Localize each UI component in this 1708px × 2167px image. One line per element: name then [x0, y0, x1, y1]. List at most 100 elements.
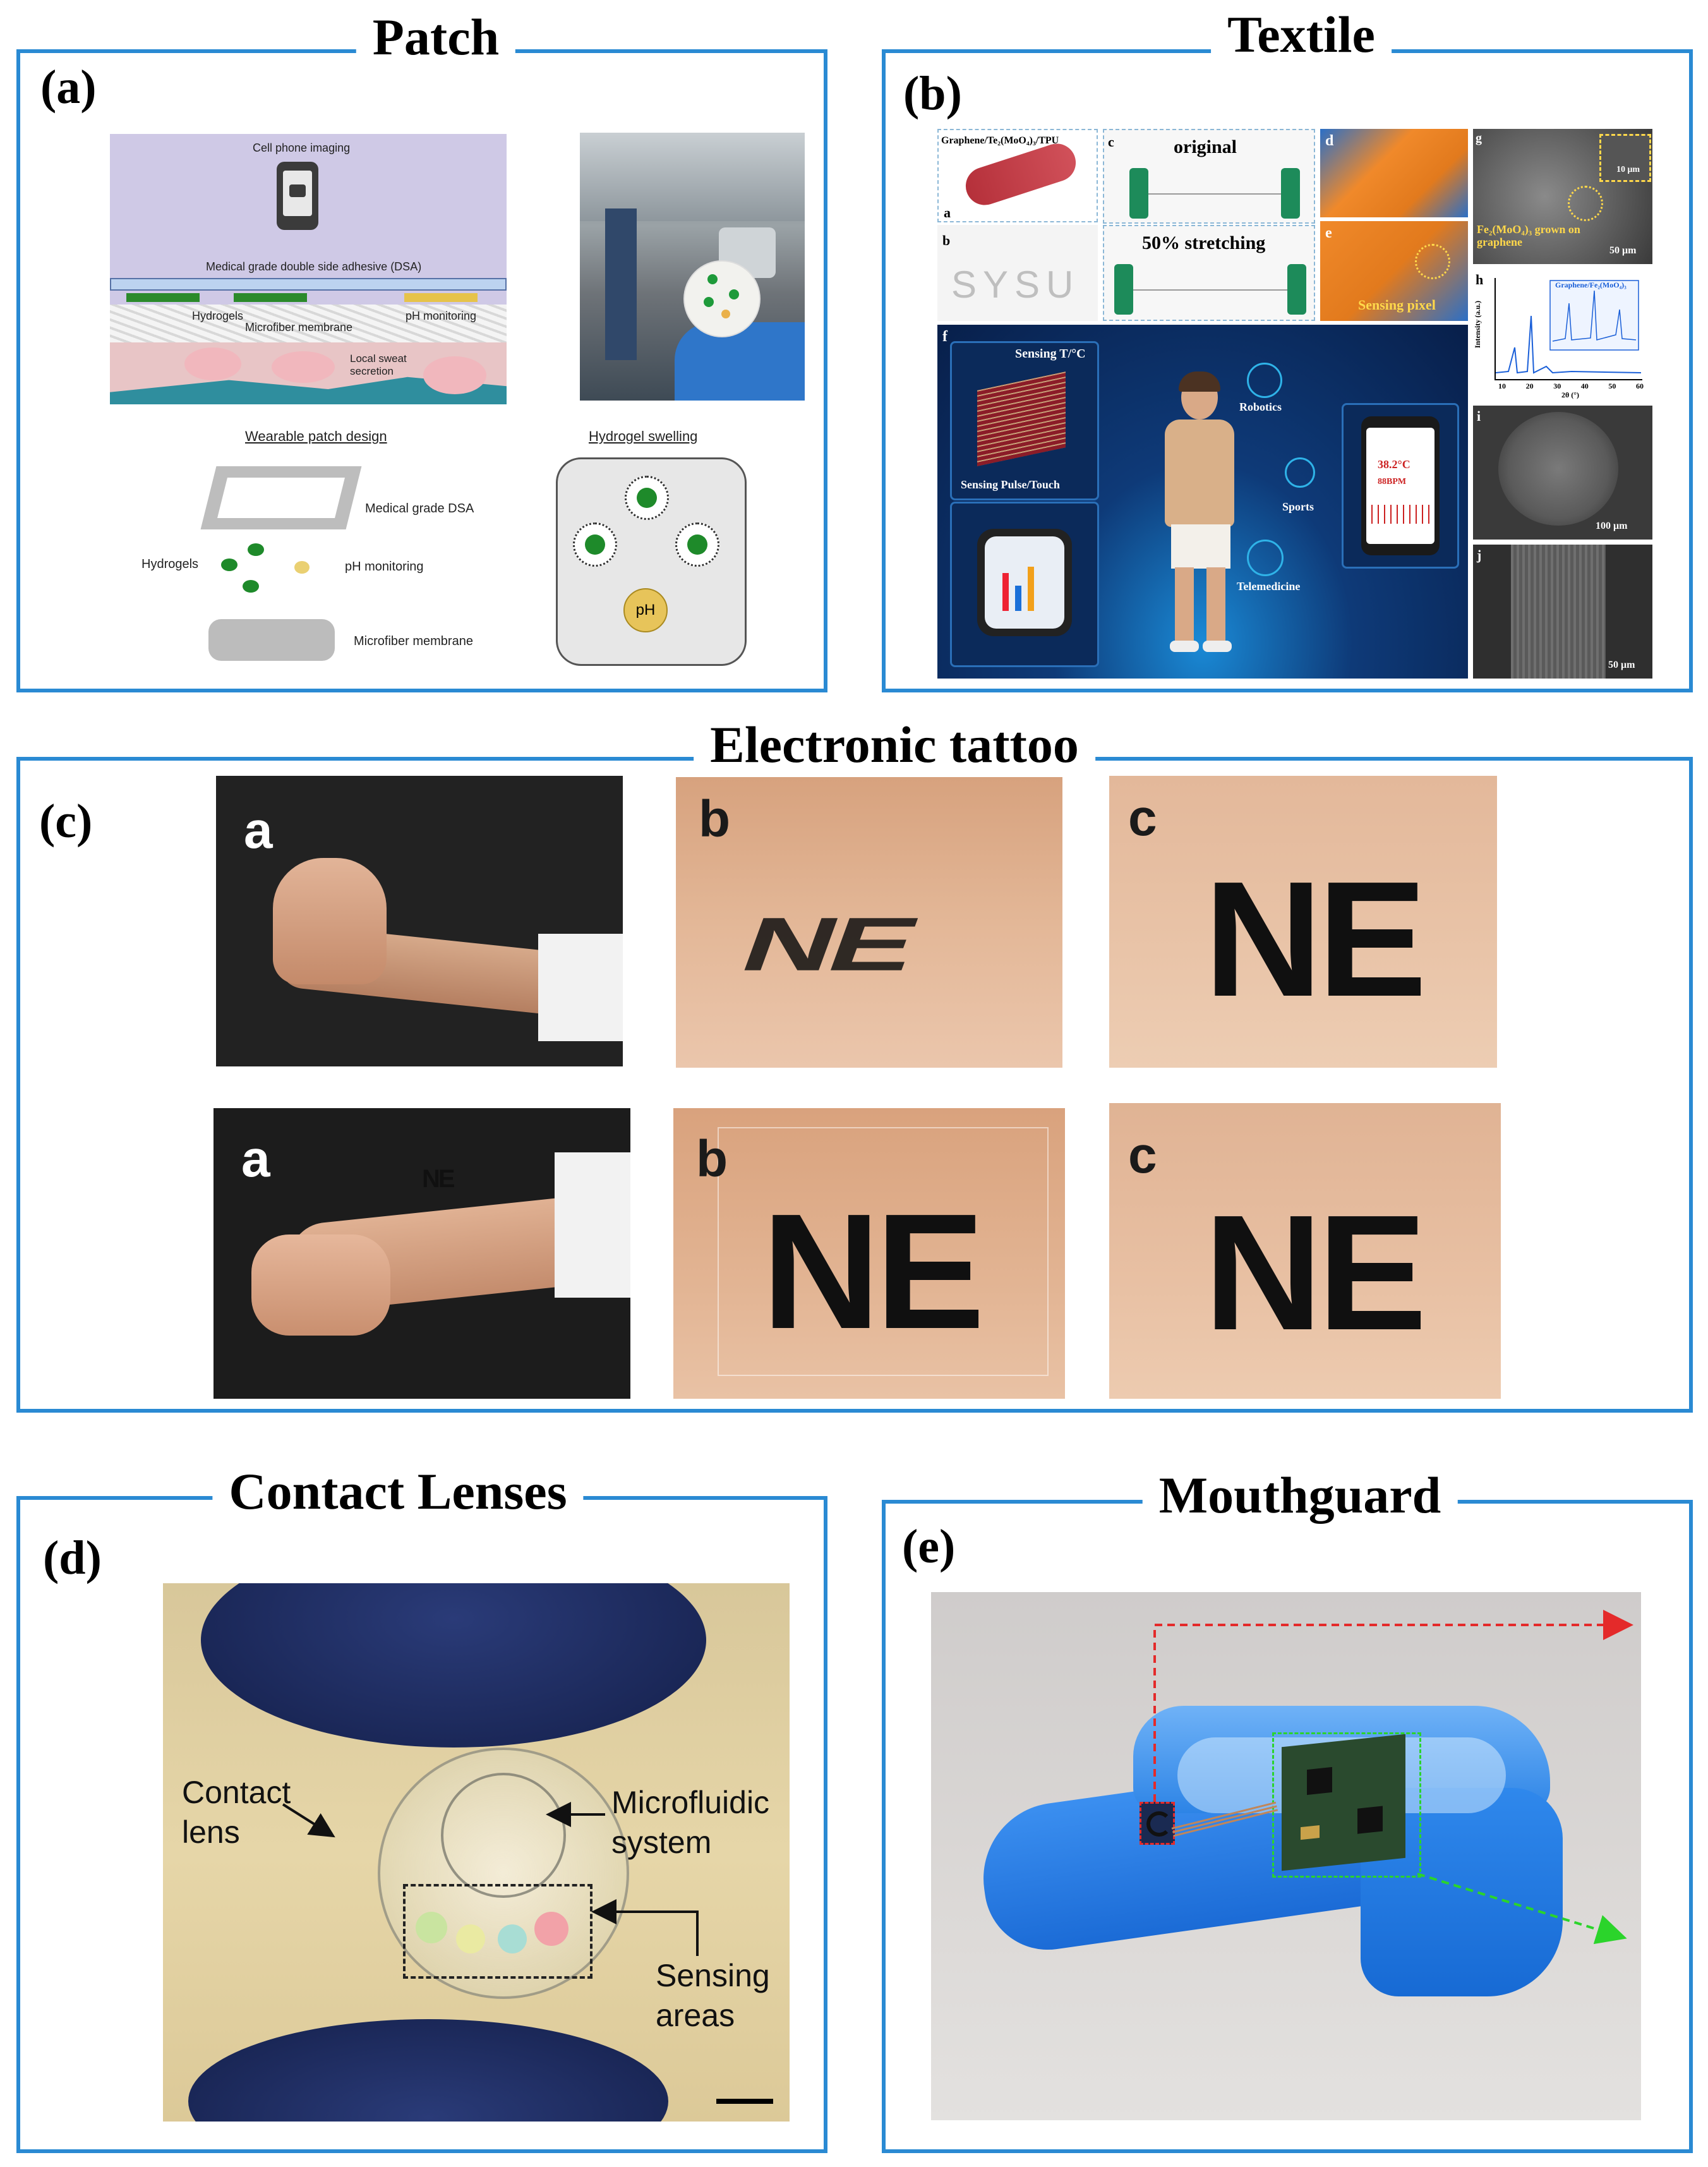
- textile-sem-j: j 50 μm: [1473, 545, 1652, 679]
- phone-icon: [277, 162, 318, 230]
- tattoo-bottom-c-label: c: [1128, 1126, 1157, 1184]
- microfiber-caption: Microfiber membrane: [245, 321, 353, 334]
- tattoo-label: (c): [39, 795, 93, 848]
- robotics-icon: [1247, 363, 1282, 398]
- tattoo-small-mark: NE: [422, 1165, 455, 1193]
- phone-rate-text: 88BPM: [1378, 477, 1407, 486]
- sleeve: [555, 1152, 630, 1298]
- tattoo-relaxed-bottom: NE c: [1109, 1103, 1501, 1399]
- dsa-frame: [200, 466, 362, 529]
- hydrogel-strip: [126, 293, 200, 302]
- sem-g-text: Fe₂(MoO₄)₃ grown on graphene: [1477, 223, 1580, 248]
- subpanel-j-label: j: [1477, 547, 1482, 563]
- xrd-axes: [1494, 278, 1642, 380]
- mouthguard-label: (e): [902, 1520, 956, 1573]
- mouthguard-photo: [931, 1592, 1641, 2120]
- patch-disc: [685, 262, 759, 336]
- handwriting-text: SYSU: [951, 263, 1080, 306]
- subpanel-h-label: h: [1476, 272, 1484, 287]
- textile-knit-photo: d: [1320, 129, 1468, 217]
- human-figure: [1146, 371, 1253, 653]
- sem-g-scale: 50 μm: [1609, 245, 1637, 256]
- tattoo-relaxed-top: NE c: [1109, 776, 1497, 1068]
- dsa-caption: Medical grade double side adhesive (DSA): [206, 260, 422, 273]
- tattoo-substrate: [718, 1127, 1049, 1376]
- design-dsa-caption: Medical grade DSA: [365, 502, 474, 516]
- tattoo-top-a-label: a: [244, 802, 273, 859]
- fiber-cross-section: [1498, 412, 1618, 526]
- textile-stretch-original: c original: [1103, 129, 1315, 224]
- sports-text: Sports: [1282, 500, 1314, 513]
- design-microfiber-caption: Microfiber membrane: [354, 634, 473, 648]
- tattoo-bottom-a-label: a: [241, 1130, 270, 1188]
- glove-hand: [675, 322, 805, 401]
- stretching-text: 50% stretching: [1142, 232, 1266, 253]
- design-microfiber: [208, 619, 335, 661]
- tattoo-ne-top: NE: [1204, 848, 1427, 1031]
- subpanel-c-label: c: [1108, 134, 1114, 150]
- hydrogel-dot: [248, 543, 264, 556]
- swelling-title: Hydrogel swelling: [589, 428, 698, 444]
- original-text: original: [1174, 136, 1237, 157]
- subpanel-d-label: d: [1325, 133, 1334, 149]
- hand: [273, 858, 387, 984]
- contact-lens-label: Contact lens: [182, 1775, 291, 1850]
- contact-lens-photo: Contact lens Microfluidic system Sensing…: [163, 1583, 790, 2122]
- phone-caption: Cell phone imaging: [253, 142, 351, 154]
- patch-title: Patch: [356, 11, 516, 63]
- tattoo-ne-bottom-b: NE: [762, 1180, 985, 1363]
- tattoo-wrist-photo-top: a: [216, 776, 623, 1066]
- ph-dot: [294, 561, 310, 574]
- design-ph-caption: pH monitoring: [345, 560, 424, 574]
- textile-title: Textile: [1211, 9, 1392, 61]
- mouthguard-title: Mouthguard: [1142, 1470, 1458, 1521]
- microfluidic-ring: [441, 1773, 566, 1898]
- upper-glove-finger: [201, 1583, 706, 1747]
- cell: [184, 347, 241, 380]
- design-title: Wearable patch design: [245, 428, 387, 444]
- sensing-areas-box: [403, 1884, 592, 1979]
- sem-g-inset-scale: 10 μm: [1616, 165, 1640, 174]
- sports-icon: [1285, 457, 1315, 488]
- textile-sem-g: g 10 μm Fe₂(MoO₄)₃ grown on graphene 50 …: [1473, 129, 1652, 264]
- phone-temp-text: 38.2°C: [1378, 458, 1410, 471]
- ph-caption: pH monitoring: [406, 310, 477, 322]
- ph-badge: pH: [623, 588, 668, 632]
- sensing-dot: [498, 1924, 527, 1953]
- phone-icon: 38.2°C 88BPM: [1361, 416, 1440, 555]
- smartwatch-box: [950, 502, 1099, 667]
- sensing-t-text: Sensing T/°C: [1015, 347, 1086, 361]
- sem-g-inset: 10 μm: [1599, 134, 1651, 182]
- smartwatch-icon: [977, 529, 1072, 636]
- textile-handwriting: b SYSU: [937, 225, 1098, 321]
- sensing-pixel-text: Sensing pixel: [1358, 297, 1436, 313]
- hydrogel-strip: [234, 293, 307, 302]
- sensing-dot: [416, 1912, 447, 1943]
- patch-photo: [580, 133, 805, 401]
- tattoo-title: Electronic tattoo: [694, 719, 1095, 771]
- xrd-tick: 30: [1553, 382, 1561, 390]
- lenses-title: Contact Lenses: [212, 1466, 584, 1518]
- textile-application-scene: f Sensing T/°C Sensing Pulse/Touch Robot…: [937, 325, 1468, 679]
- textile-label: (b): [903, 67, 962, 120]
- sensing-areas-label: Sensing areas: [656, 1958, 770, 2033]
- fiber-side-view: [1511, 545, 1606, 679]
- swollen-hydrogel: [675, 522, 719, 567]
- subpanel-g-label: g: [1476, 131, 1482, 145]
- sem-j-scale: 50 μm: [1608, 660, 1635, 670]
- swelling-panel: pH: [556, 457, 747, 666]
- swollen-hydrogel: [625, 476, 669, 520]
- tattoo-stretched-top: NE b: [676, 777, 1062, 1068]
- design-hydrogels-caption: Hydrogels: [141, 557, 199, 571]
- fabric-grid: [977, 371, 1066, 466]
- subpanel-e-label: e: [1325, 225, 1332, 241]
- camera-icon: [289, 184, 306, 197]
- sleeve: [538, 934, 623, 1041]
- xrd-tick: 60: [1635, 382, 1644, 390]
- annotation-arrows: [282, 1802, 699, 1956]
- xrd-ticks: 10 20 30 40 50 60: [1498, 382, 1644, 391]
- dsa-layer: [110, 278, 507, 291]
- tattoo-distorted-ne: NE: [730, 902, 927, 987]
- ph-badge-text: pH: [635, 601, 656, 619]
- tattoo-stretched-bottom: NE b: [673, 1108, 1065, 1399]
